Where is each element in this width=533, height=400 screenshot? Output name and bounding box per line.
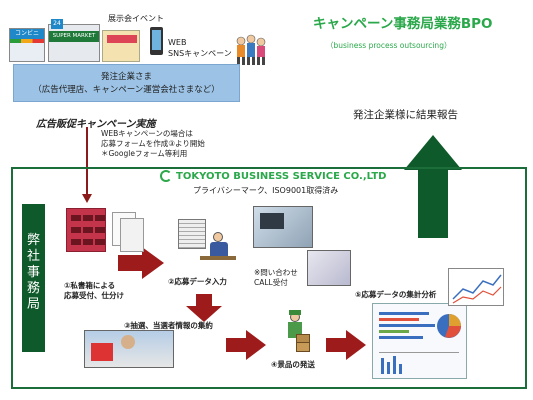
step-2-label: ②応募データ入力: [168, 277, 227, 286]
step-1-line-2: 応募受付、仕分け: [64, 291, 124, 300]
analysis-chart-screen: [448, 268, 504, 306]
delivery-person-illustration: [278, 310, 312, 354]
bpo-subtitle: （business process outsourcing）: [326, 41, 452, 50]
phone-documents-photo: [307, 250, 351, 286]
people-group-icon: [236, 34, 266, 65]
store-sign-24: 24: [51, 19, 63, 29]
inquiry-line-1: ※問い合わせ: [254, 268, 298, 277]
pie-chart-icon: [437, 314, 461, 338]
step-1-label: ①私書箱による 応募受付、仕分け: [64, 281, 124, 301]
company-logo-icon: [160, 170, 172, 182]
analysis-report-illustration: [372, 303, 467, 379]
paper-stack-illustration: [178, 219, 206, 249]
web-note-line-2: 応募フォームを作成③より開始: [101, 139, 205, 148]
step-5-label: ⑤応募データの集計分析: [355, 290, 437, 299]
promo-campaign-label: 広告販促キャンペーン実施: [36, 119, 156, 130]
lottery-photo: [84, 330, 174, 368]
event-label: 展示会イベント: [108, 14, 164, 23]
arrow-4-to-5: [326, 330, 366, 360]
step-3-label: ③抽選、当選者情報の集約: [124, 321, 213, 330]
po-box-illustration: [66, 208, 106, 252]
step-1-line-1: ①私書箱による: [64, 281, 116, 290]
store-sign-supermarket: SUPER MARKET: [49, 31, 99, 42]
office-side-band: [22, 204, 45, 352]
web-campaign-note: WEBキャンペーンの場合は 応募フォームを作成③より開始 ＊Googleフォーム…: [101, 129, 205, 159]
smartphone-icon: [150, 27, 163, 55]
client-examples: （広告代理店、キャンペーン運営会社さまなど）: [33, 85, 220, 95]
bpo-title: キャンペーン事務局業務BPO: [313, 16, 493, 32]
arrow-3-to-4: [226, 330, 266, 360]
store-sign-conbini: コンビニ: [10, 29, 44, 39]
call-center-photo: [253, 206, 313, 248]
client-title: 発注企業さま: [100, 72, 152, 82]
office-side-label: 弊社 事務局: [26, 233, 54, 312]
step-4-label: ④景品の発送: [271, 360, 315, 369]
promo-down-arrowhead: [82, 194, 92, 203]
store-stripe: [10, 39, 44, 43]
inquiry-line-2: CALL受付: [254, 278, 288, 287]
exhibition-booth-illustration: [102, 30, 140, 62]
web-note-line-3: ＊Googleフォーム等利用: [101, 149, 188, 158]
arrow-1-to-2: [118, 247, 164, 279]
inquiry-note: ※問い合わせ CALL受付: [254, 268, 298, 288]
envelope-icon-2: [120, 218, 144, 252]
data-entry-person-illustration: [208, 232, 230, 262]
web-label: WEB: [168, 38, 187, 47]
desk-illustration: [200, 256, 236, 260]
arrow-2-to-3: [186, 294, 222, 322]
company-certifications: プライバシーマーク、ISO9001取得済み: [193, 186, 339, 195]
sns-campaign-label: SNSキャンペーン: [168, 49, 232, 58]
company-name: TOKYOTO BUSINESS SERVICE CO.,LTD: [176, 171, 387, 182]
client-company-box: 発注企業さま （広告代理店、キャンペーン運営会社さまなど）: [13, 64, 240, 102]
report-to-client-label: 発注企業様に結果報告: [353, 109, 458, 121]
line-chart-icon: [452, 274, 502, 304]
report-up-arrow: [404, 135, 462, 238]
company-frame: [11, 167, 527, 389]
supermarket-illustration: 24 SUPER MARKET: [48, 19, 100, 62]
convenience-store-illustration: コンビニ: [9, 28, 45, 62]
web-note-line-1: WEBキャンペーンの場合は: [101, 129, 193, 138]
